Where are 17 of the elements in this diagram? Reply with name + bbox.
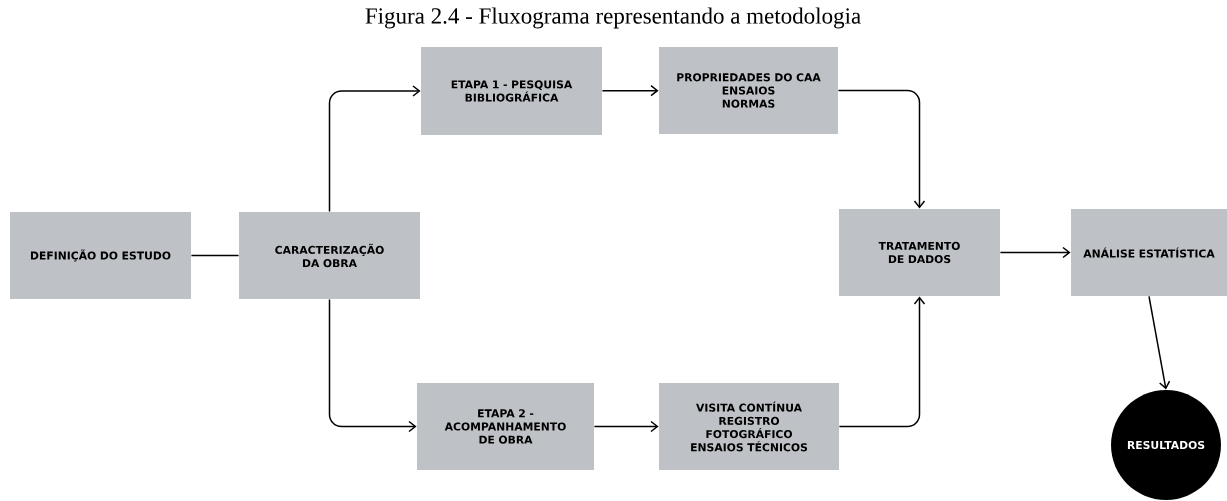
- arrow: [838, 296, 926, 428]
- process-box: VISITA CONTÍNUA REGISTRO FOTOGRÁFICO ENSAIOS TÉCNICOS: [659, 383, 839, 470]
- process-box: DEFINIÇÃO DO ESTUDO: [10, 212, 191, 299]
- arrow: [1148, 295, 1171, 390]
- figure-title: Figura 2.4 - Fluxograma representando a metodologia: [365, 7, 861, 29]
- arrow: [601, 84, 659, 97]
- arrow: [328, 298, 417, 433]
- arrow: [328, 85, 421, 213]
- arrow: [837, 89, 926, 209]
- process-box: CARACTERIZAÇÃO DA OBRA: [239, 212, 420, 299]
- process-box: TRATAMENTO DE DADOS: [839, 209, 1000, 296]
- arrow: [593, 420, 659, 433]
- process-box: ETAPA 2 - ACOMPANHAMENTO DE OBRA: [417, 383, 594, 470]
- process-box: ANÁLISE ESTATÍSTICA: [1071, 209, 1227, 296]
- arrow: [999, 246, 1071, 259]
- process-box: ETAPA 1 - PESQUISA BIBLIOGRÁFICA: [421, 47, 602, 135]
- process-box: PROPRIEDADES DO CAA ENSAIOS NORMAS: [659, 47, 838, 134]
